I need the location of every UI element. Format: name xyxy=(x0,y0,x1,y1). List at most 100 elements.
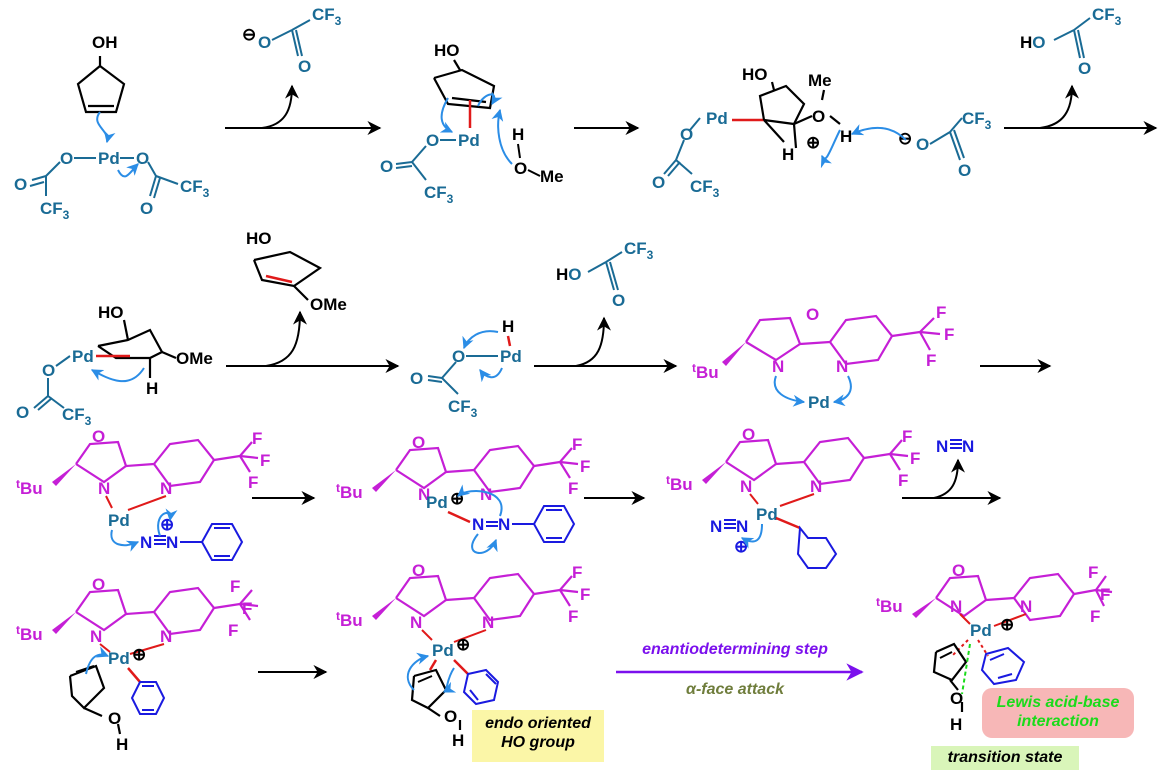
atom-O: O xyxy=(298,57,311,76)
atom-H: H xyxy=(840,127,852,146)
atom-O: O xyxy=(140,199,153,218)
pi-complex-methanol: HO Pd O O CF3 H O Me xyxy=(380,41,564,206)
atom-N: N xyxy=(740,477,752,496)
atom-F: F xyxy=(580,585,590,604)
atom-F: F xyxy=(580,457,590,476)
charge-plus: ⊕ xyxy=(1000,615,1014,634)
atom-N: N xyxy=(410,613,422,632)
pd-aryl-n2: tBu O N N F F F Pd N N ⊕ xyxy=(666,425,920,569)
atom-O: O xyxy=(92,427,105,446)
atom-O: O xyxy=(612,291,625,310)
atom-tBu: tBu xyxy=(336,609,363,630)
atom-HO: HO xyxy=(98,303,124,322)
atom-Pd: Pd xyxy=(72,347,94,366)
atom-O: O xyxy=(950,689,963,708)
pd-aryl-alkene: tBu O N N F F F Pd ⊕ O H xyxy=(16,575,259,754)
atom-O: O xyxy=(680,125,693,144)
atom-N: N xyxy=(482,613,494,632)
atom-HO: HO xyxy=(1020,33,1046,52)
atom-O: O xyxy=(806,305,819,324)
callout-endo-line1: endo oriented xyxy=(485,715,591,732)
atom-O: O xyxy=(60,149,73,168)
atom-Pd: Pd xyxy=(808,393,830,412)
atom-HO: HO xyxy=(246,229,272,248)
atom-N: N xyxy=(98,479,110,498)
atom-CF3: CF3 xyxy=(962,109,992,132)
atom-HO: HO xyxy=(556,265,582,284)
atom-O: O xyxy=(952,561,965,580)
atom-H: H xyxy=(452,731,464,750)
atom-tBu: tBu xyxy=(336,481,363,502)
atom-F: F xyxy=(902,427,912,446)
atom-O: O xyxy=(108,709,121,728)
charge-minus: ⊖ xyxy=(242,25,256,44)
atom-N: N xyxy=(736,517,748,536)
pd-insertion-complex: tBu O N N F F F Pd ⊕ O H xyxy=(336,561,590,750)
atom-N: N xyxy=(810,477,822,496)
atom-F: F xyxy=(568,479,578,498)
atom-Me: Me xyxy=(540,167,564,186)
arrow-step-3: HO CF3 O xyxy=(1004,5,1158,135)
atom-N: N xyxy=(498,515,510,534)
atom-O: O xyxy=(412,561,425,580)
transition-state: tBu O N N F F F Pd ⊕ O H xyxy=(876,561,1113,734)
charge-plus: ⊕ xyxy=(132,645,146,664)
atom-F: F xyxy=(1100,585,1110,604)
label-alpha-face-attack: α-face attack xyxy=(686,681,784,698)
atom-F: F xyxy=(252,429,262,448)
atom-N: N xyxy=(160,479,172,498)
atom-CF3: CF3 xyxy=(1092,5,1122,28)
atom-OMe: OMe xyxy=(176,349,213,368)
atom-H: H xyxy=(950,715,962,734)
atom-N: N xyxy=(480,485,492,504)
atom-N: N xyxy=(772,357,784,376)
atom-N: N xyxy=(936,437,948,456)
atom-H: H xyxy=(116,735,128,754)
arrow-step-1: ⊖ O CF3 O xyxy=(225,5,382,135)
atom-H: H xyxy=(782,145,794,164)
atom-Pd: Pd xyxy=(432,641,454,660)
atom-Pd: Pd xyxy=(426,493,448,512)
atom-Pd: Pd xyxy=(970,621,992,640)
charge-plus: ⊕ xyxy=(806,133,820,152)
atom-HO: HO xyxy=(742,65,768,84)
atom-O: O xyxy=(136,149,149,168)
atom-CF3: CF3 xyxy=(40,199,70,222)
atom-F: F xyxy=(898,471,908,490)
atom-O: O xyxy=(258,33,271,52)
callout-lewis-line1: Lewis acid-base xyxy=(996,694,1120,711)
atom-Pd: Pd xyxy=(108,649,130,668)
atom-O: O xyxy=(412,433,425,452)
atom-F: F xyxy=(1090,607,1100,626)
atom-Me: Me xyxy=(808,71,832,90)
atom-N: N xyxy=(962,437,974,456)
label-enantiodetermining-step: enantiodetermining step xyxy=(642,641,828,658)
atom-O: O xyxy=(812,107,825,126)
atom-Pd: Pd xyxy=(500,347,522,366)
oxonium-intermediate: Pd HO Me O H ⊕ H O O CF3 ⊖ O CF3 O xyxy=(652,65,992,200)
atom-HO: HO xyxy=(434,41,460,60)
atom-OH: OH xyxy=(92,33,118,52)
atom-N: N xyxy=(836,357,848,376)
atom-CF3: CF3 xyxy=(62,405,92,428)
atom-O: O xyxy=(916,135,929,154)
palladium-hydride: H Pd O O CF3 xyxy=(410,317,522,420)
atom-F: F xyxy=(910,449,920,468)
callout-endo-oriented: endo oriented HO group xyxy=(472,710,604,762)
atom-tBu: tBu xyxy=(16,477,43,498)
palladium-alkyl: Pd HO OMe H O O CF3 xyxy=(16,303,213,428)
atom-Pd: Pd xyxy=(98,149,120,168)
atom-H: H xyxy=(512,125,524,144)
callout-lewis-line2: interaction xyxy=(1017,713,1099,730)
atom-CF3: CF3 xyxy=(180,177,210,200)
atom-F: F xyxy=(248,473,258,492)
atom-CF3: CF3 xyxy=(312,5,342,28)
atom-F: F xyxy=(242,599,252,618)
atom-H: H xyxy=(502,317,514,336)
start-complex: OH Pd O O O O CF3 CF3 xyxy=(14,33,210,222)
atom-O: O xyxy=(16,403,29,422)
atom-O: O xyxy=(380,157,393,176)
charge-plus: ⊕ xyxy=(160,515,174,534)
atom-O: O xyxy=(410,369,423,388)
